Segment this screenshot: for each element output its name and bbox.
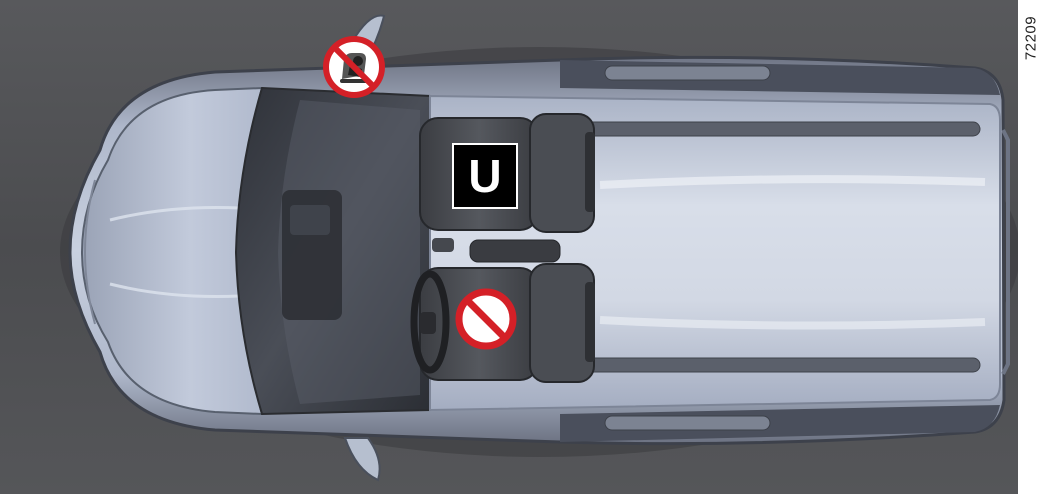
figure-number-text: 72209 bbox=[1023, 16, 1040, 60]
no-rear-facing-child-seat-icon bbox=[322, 35, 386, 99]
seat-label-text: U bbox=[468, 153, 501, 199]
front-passenger-seat-label: U bbox=[452, 143, 518, 209]
vehicle-illustration: U bbox=[0, 0, 1018, 494]
car-top-view bbox=[0, 0, 1018, 494]
no-entry-icon bbox=[455, 288, 517, 350]
figure-number-label: 72209 bbox=[1020, 8, 1042, 68]
